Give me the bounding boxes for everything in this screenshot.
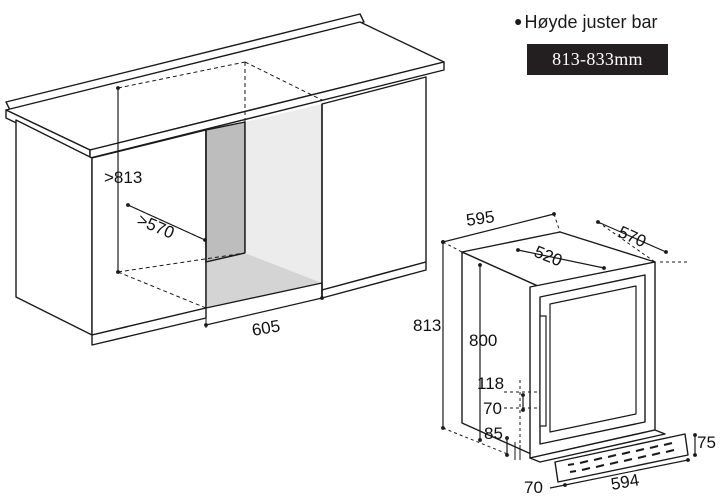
countertop-front [89,61,445,159]
unit-width-label: 595 [465,207,496,230]
height-adjust-label: Høyde juster bar [524,12,658,32]
left-cabinet-side [15,119,93,336]
dim-85-label: 85 [484,424,503,443]
unit-glass [549,285,637,433]
unit-depth-label: 570 [615,222,649,251]
dim-70-label: 70 [483,399,502,418]
unit-base [529,429,666,463]
height-adjust-heading: ●Høyde juster bar [514,12,658,33]
right-cabinet-front [321,76,427,291]
height-range-badge: 813-833mm [527,44,668,75]
unit-body-height-label: 800 [469,331,497,350]
niche-floor [206,253,322,308]
countertop-backsplash [5,13,365,111]
cabinet-drawing [5,13,445,346]
grille-offset-label: 70 [524,478,543,497]
dim-118-label: 118 [477,374,504,393]
cabinet-height-label: >813 [104,168,142,187]
door-handle [539,315,547,427]
niche-right-wall [245,104,322,283]
wine-cooler-drawing [441,212,697,489]
cabinet-width-label: 605 [250,316,281,340]
bullet-icon: ● [514,13,523,29]
grille-width-label: 594 [609,470,640,494]
niche-back-wall [205,121,246,263]
grille-height-label: 75 [697,433,716,452]
unit-total-height-label: 813 [413,316,441,335]
